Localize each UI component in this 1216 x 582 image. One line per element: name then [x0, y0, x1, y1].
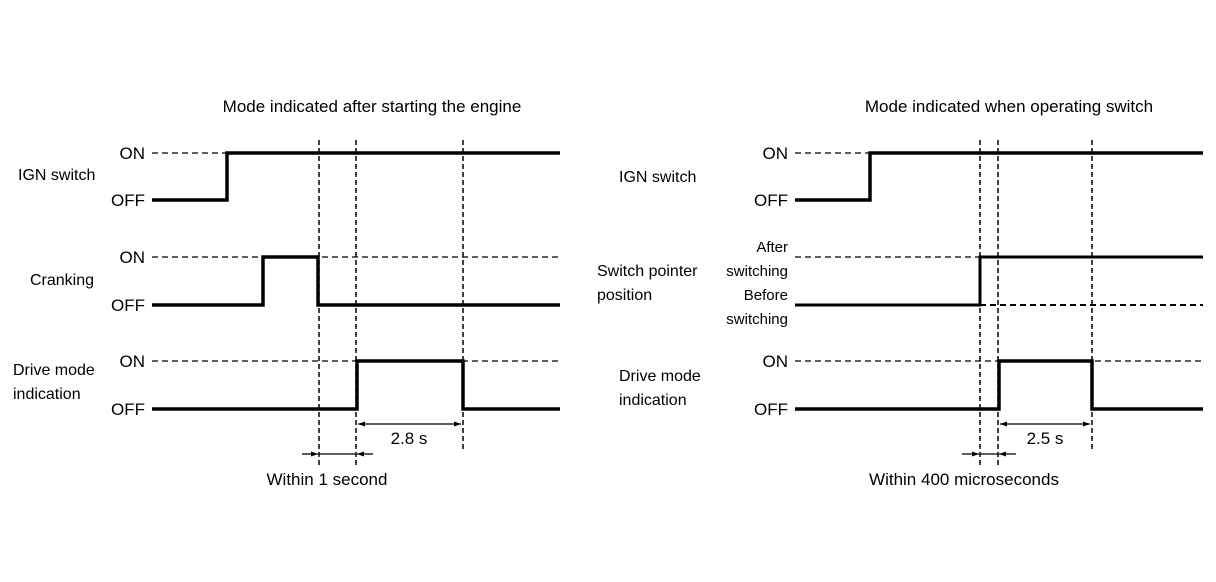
left-ign-on-label: ON	[120, 144, 146, 163]
right-switch-label-1: Switch pointer	[597, 263, 698, 280]
right-switch-waveform	[795, 255, 1203, 307]
right-switch-after-label-2: switching	[726, 263, 788, 280]
right-switch-before-label-2: switching	[726, 311, 788, 328]
left-drive-label-1: Drive mode	[13, 362, 95, 379]
right-switch-after-label-1: After	[756, 239, 788, 256]
left-ign-off-label: OFF	[111, 191, 145, 210]
left-crank-on-label: ON	[120, 248, 146, 267]
left-diagram: Mode indicated after starting the engine…	[13, 97, 560, 489]
right-ign-waveform	[795, 151, 1203, 202]
right-diagram: Mode indicated when operating switch IGN…	[597, 97, 1203, 489]
left-crank-off-label: OFF	[111, 296, 145, 315]
right-ign-on-label: ON	[763, 144, 789, 163]
right-drive-label-2: indication	[619, 392, 687, 409]
right-delay-label: Within 400 microseconds	[869, 470, 1059, 489]
right-drive-waveform	[795, 359, 1203, 411]
left-duration-label: 2.8 s	[391, 429, 428, 448]
left-crank-waveform	[152, 255, 560, 307]
left-crank-label: Cranking	[30, 272, 94, 289]
right-title: Mode indicated when operating switch	[865, 97, 1153, 116]
right-ign-label: IGN switch	[619, 169, 696, 186]
right-switch-before-label-1: Before	[744, 287, 788, 304]
left-ign-waveform	[152, 151, 560, 202]
right-ign-off-label: OFF	[754, 191, 788, 210]
left-drive-waveform	[152, 359, 560, 411]
right-duration-label: 2.5 s	[1027, 429, 1064, 448]
right-drive-off-label: OFF	[754, 400, 788, 419]
left-ign-label: IGN switch	[18, 167, 95, 184]
right-drive-on-label: ON	[763, 352, 789, 371]
left-title: Mode indicated after starting the engine	[223, 97, 522, 116]
left-drive-label-2: indication	[13, 386, 81, 403]
left-drive-on-label: ON	[120, 352, 146, 371]
left-drive-off-label: OFF	[111, 400, 145, 419]
right-switch-label-2: position	[597, 287, 652, 304]
right-drive-label-1: Drive mode	[619, 368, 701, 385]
left-delay-label: Within 1 second	[267, 470, 388, 489]
